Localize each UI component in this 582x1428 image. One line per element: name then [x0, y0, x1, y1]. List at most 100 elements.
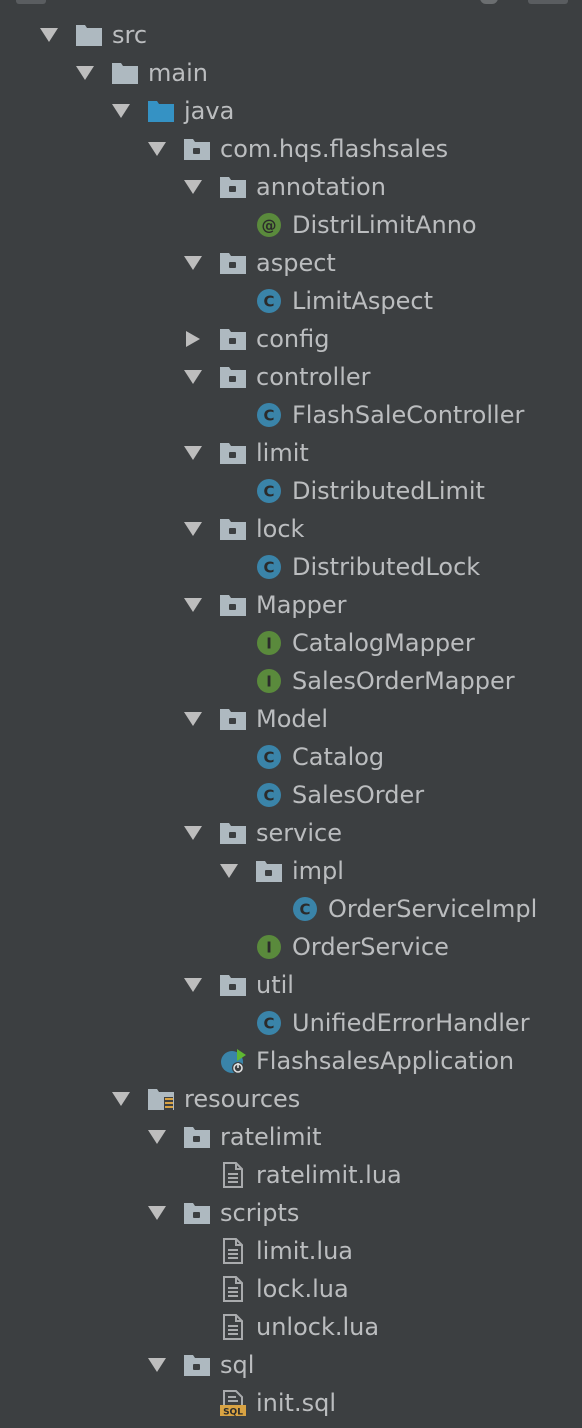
- text-file-icon: [220, 1276, 246, 1302]
- tree-node-label: scripts: [220, 1199, 300, 1227]
- svg-text:I: I: [266, 939, 272, 957]
- tree-node-aspect[interactable]: aspect: [0, 244, 582, 282]
- tree-node-mapper[interactable]: Mapper: [0, 586, 582, 624]
- tree-node-label: SalesOrderMapper: [292, 667, 515, 695]
- tree-node-sql[interactable]: sql: [0, 1346, 582, 1384]
- tree-node-src[interactable]: src: [0, 16, 582, 54]
- expand-arrow-down-icon[interactable]: [184, 445, 202, 461]
- svg-text:C: C: [263, 483, 274, 501]
- expand-arrow-down-icon[interactable]: [184, 597, 202, 613]
- tree-node-annotation[interactable]: annotation: [0, 168, 582, 206]
- tree-node-model[interactable]: Model: [0, 700, 582, 738]
- expand-arrow-down-icon[interactable]: [148, 141, 166, 157]
- tree-node-salesorder[interactable]: C SalesOrder: [0, 776, 582, 814]
- package-icon: [220, 250, 246, 276]
- tree-node-service[interactable]: service: [0, 814, 582, 852]
- tree-node-distrilimitanno[interactable]: @ DistriLimitAnno: [0, 206, 582, 244]
- tree-node-label: com.hqs.flashsales: [220, 135, 449, 163]
- tree-node-ratelimit[interactable]: ratelimit: [0, 1118, 582, 1156]
- package-icon: [220, 820, 246, 846]
- tree-node-label: config: [256, 325, 330, 353]
- tree-node-unlock-lua[interactable]: unlock.lua: [0, 1308, 582, 1346]
- expand-arrow-down-icon[interactable]: [184, 977, 202, 993]
- tree-node-label: unlock.lua: [256, 1313, 380, 1341]
- expand-arrow-down-icon[interactable]: [148, 1129, 166, 1145]
- toolbar-fragment: [16, 0, 46, 4]
- tree-node-lock-lua[interactable]: lock.lua: [0, 1270, 582, 1308]
- tree-node-label: Model: [256, 705, 329, 733]
- expand-arrow-down-icon[interactable]: [184, 179, 202, 195]
- tree-node-config[interactable]: config: [0, 320, 582, 358]
- tree-node-label: FlashsalesApplication: [256, 1047, 515, 1075]
- tree-node-label: main: [148, 59, 208, 87]
- expand-arrow-down-icon[interactable]: [184, 521, 202, 537]
- tree-node-util[interactable]: util: [0, 966, 582, 1004]
- expand-arrow-down-icon[interactable]: [112, 103, 130, 119]
- resources-folder-icon: [148, 1086, 174, 1112]
- package-icon: [184, 1124, 210, 1150]
- text-file-icon: [220, 1314, 246, 1340]
- tree-node-ratelimit-lua[interactable]: ratelimit.lua: [0, 1156, 582, 1194]
- class-icon: C: [256, 554, 282, 580]
- tree-node-controller[interactable]: controller: [0, 358, 582, 396]
- tree-node-catalog[interactable]: C Catalog: [0, 738, 582, 776]
- expand-arrow-down-icon[interactable]: [112, 1091, 130, 1107]
- package-icon: [220, 516, 246, 542]
- tree-node-label: SalesOrder: [292, 781, 425, 809]
- tree-node-label: FlashSaleController: [292, 401, 525, 429]
- expand-arrow-down-icon[interactable]: [76, 65, 94, 81]
- tree-node-label: Mapper: [256, 591, 347, 619]
- package-icon: [184, 136, 210, 162]
- tree-node-lock[interactable]: lock: [0, 510, 582, 548]
- package-icon: [220, 326, 246, 352]
- expand-arrow-right-icon[interactable]: [184, 331, 202, 347]
- expand-arrow-down-icon[interactable]: [184, 369, 202, 385]
- tree-node-label: aspect: [256, 249, 336, 277]
- tree-node-com-hqs-flashsales[interactable]: com.hqs.flashsales: [0, 130, 582, 168]
- tree-node-label: DistriLimitAnno: [292, 211, 477, 239]
- tree-node-label: limit.lua: [256, 1237, 354, 1265]
- tree-node-label: sql: [220, 1351, 255, 1379]
- tree-node-scripts[interactable]: scripts: [0, 1194, 582, 1232]
- tree-node-impl[interactable]: impl: [0, 852, 582, 890]
- tree-node-flashsalesapplication[interactable]: FlashsalesApplication: [0, 1042, 582, 1080]
- expand-arrow-down-icon[interactable]: [148, 1357, 166, 1373]
- settings-icon[interactable]: [480, 0, 498, 4]
- annotation-icon: @: [256, 212, 282, 238]
- class-icon: C: [256, 782, 282, 808]
- tree-node-label: lock.lua: [256, 1275, 349, 1303]
- svg-text:C: C: [263, 293, 274, 311]
- svg-text:C: C: [263, 749, 274, 767]
- tree-node-label: Catalog: [292, 743, 385, 771]
- package-icon: [220, 706, 246, 732]
- tree-node-java[interactable]: java: [0, 92, 582, 130]
- folder-icon: [112, 60, 138, 86]
- tree-node-limit[interactable]: limit: [0, 434, 582, 472]
- svg-text:C: C: [263, 1015, 274, 1033]
- tree-node-label: DistributedLimit: [292, 477, 485, 505]
- expand-arrow-down-icon[interactable]: [148, 1205, 166, 1221]
- expand-arrow-down-icon[interactable]: [184, 711, 202, 727]
- expand-arrow-down-icon[interactable]: [220, 863, 238, 879]
- tree-node-resources[interactable]: resources: [0, 1080, 582, 1118]
- expand-arrow-down-icon[interactable]: [184, 255, 202, 271]
- tree-node-distributedlimit[interactable]: C DistributedLimit: [0, 472, 582, 510]
- package-icon: [184, 1200, 210, 1226]
- tree-node-main[interactable]: main: [0, 54, 582, 92]
- svg-text:I: I: [266, 635, 272, 653]
- text-file-icon: [220, 1238, 246, 1264]
- expand-arrow-down-icon[interactable]: [40, 27, 58, 43]
- tree-node-limit-lua[interactable]: limit.lua: [0, 1232, 582, 1270]
- spring-boot-app-icon: [220, 1048, 246, 1074]
- expand-arrow-down-icon[interactable]: [184, 825, 202, 841]
